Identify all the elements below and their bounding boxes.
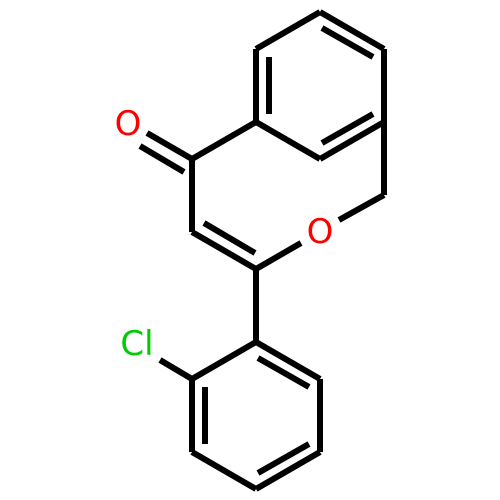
bond	[254, 449, 322, 492]
chlorine-label: Cl	[120, 324, 153, 364]
bond	[190, 339, 258, 382]
bond	[190, 449, 258, 492]
ring-oxygen-label: O	[307, 212, 334, 252]
bond	[318, 119, 386, 162]
atom-labels: O O Cl	[115, 104, 334, 364]
bond	[190, 119, 258, 162]
bond	[254, 119, 322, 162]
carbonyl-oxygen-label: O	[115, 104, 142, 144]
bond	[320, 111, 375, 146]
bond	[256, 355, 311, 390]
bond	[337, 192, 386, 223]
bond	[320, 25, 375, 60]
bond	[202, 220, 257, 256]
bond	[190, 229, 258, 272]
bond	[318, 9, 386, 52]
bond	[254, 339, 322, 382]
bond	[254, 240, 303, 272]
bond	[158, 357, 194, 382]
bonds	[138, 9, 387, 492]
bond	[145, 130, 194, 162]
bond	[256, 441, 311, 476]
bond	[138, 143, 186, 175]
bond	[254, 9, 322, 52]
